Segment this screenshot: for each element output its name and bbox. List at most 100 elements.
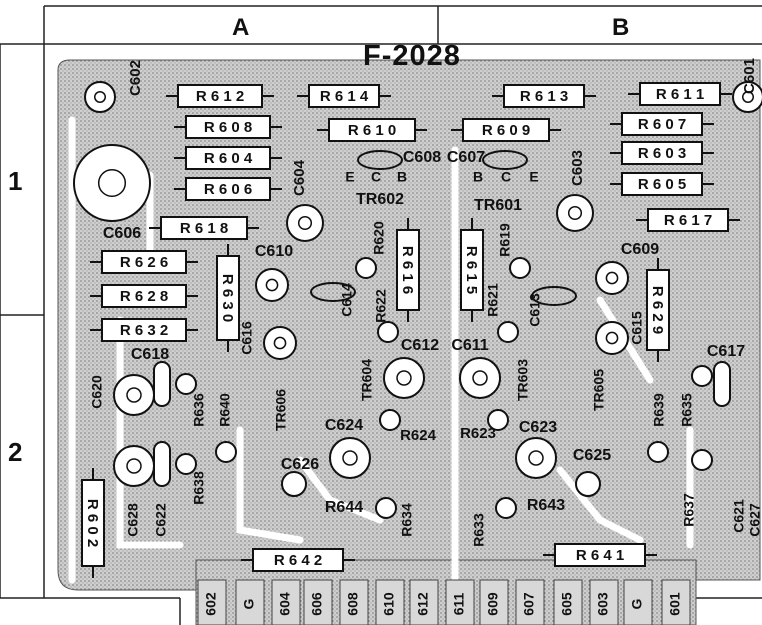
connector-finger (623, 579, 653, 625)
component-label: R620 (371, 221, 387, 255)
resistor-label: R 6 1 1 (656, 86, 704, 103)
resistor-label: R 6 0 7 (638, 116, 686, 133)
resistor-label: R 6 0 3 (638, 145, 686, 162)
component-label: R623 (460, 425, 496, 442)
connector-finger (271, 579, 301, 625)
component-label: R637 (681, 493, 697, 527)
connector-pin-label: 606 (309, 592, 325, 616)
connector-finger (339, 579, 369, 625)
connector-pin-label: 607 (521, 592, 537, 616)
component-pad (255, 268, 289, 302)
component-label: C618 (131, 346, 169, 363)
component-label: C604 (291, 159, 308, 196)
connector-pin-label: 602 (203, 592, 219, 616)
resistor-r611: R 6 1 1 (628, 82, 732, 106)
resistor-label: R 6 0 8 (204, 119, 252, 136)
component-pad (73, 144, 151, 222)
connector-pin-label: 608 (345, 592, 361, 616)
component-pad (84, 81, 116, 113)
connector-finger (303, 579, 333, 625)
column-header-a: A (232, 14, 250, 41)
component-pad (515, 437, 557, 479)
connector-pin-label: 610 (381, 592, 397, 616)
transistor-outline (357, 150, 403, 170)
component-label: TR603 (515, 359, 531, 401)
resistor-r610: R 6 1 0 (317, 118, 427, 142)
resistor-r642: R 6 4 2 (241, 548, 355, 572)
component-label: B (397, 169, 407, 185)
component-label: R619 (497, 223, 513, 257)
component-pad (509, 257, 531, 279)
connector-pin-label: G (241, 598, 257, 609)
resistor-r614: R 6 1 4 (297, 84, 391, 108)
film-capacitor (153, 361, 171, 407)
resistor-r641: R 6 4 1 (543, 543, 657, 567)
component-label: C620 (89, 375, 105, 409)
resistor-r604: R 6 0 4 (174, 146, 282, 170)
component-label: R640 (217, 393, 233, 427)
component-label: C627 (747, 503, 762, 537)
component-pad (556, 194, 594, 232)
component-label: TR604 (359, 359, 375, 401)
resistor-r612: R 6 1 2 (166, 84, 274, 108)
resistor-r602: R 6 0 2 (81, 468, 105, 578)
component-label: C603 (569, 150, 586, 186)
component-label: TR606 (273, 389, 289, 431)
component-label: C601 (741, 58, 758, 94)
component-label: C623 (519, 419, 557, 436)
component-pad (691, 449, 713, 471)
component-label: C607 (447, 149, 485, 166)
resistor-r617: R 6 1 7 (636, 208, 740, 232)
resistor-label: R 6 3 2 (120, 322, 168, 339)
component-label: R635 (679, 393, 695, 427)
row-label-2: 2 (8, 437, 23, 467)
component-label: R621 (485, 283, 501, 317)
component-label: R643 (527, 497, 565, 514)
resistor-label: R 6 0 2 (84, 499, 101, 547)
connector-pin-label: 601 (667, 592, 683, 616)
component-label: C609 (621, 241, 659, 258)
connector-pin-label: 609 (485, 592, 501, 616)
component-label: C606 (103, 225, 141, 242)
resistor-r608: R 6 0 8 (174, 115, 282, 139)
resistor-label: R 6 0 5 (638, 176, 686, 193)
row-label-1: 1 (8, 166, 23, 196)
connector-finger (197, 579, 227, 625)
component-label: R634 (399, 503, 415, 537)
resistor-r626: R 6 2 6 (90, 250, 198, 274)
component-label: C608 (403, 149, 441, 166)
component-label: C624 (325, 417, 363, 434)
component-pad (355, 257, 377, 279)
resistor-label: R 6 4 2 (274, 552, 322, 569)
component-label: C626 (281, 456, 319, 473)
resistor-r605: R 6 0 5 (610, 172, 714, 196)
component-pad (286, 204, 324, 242)
connector-finger (445, 579, 475, 625)
component-pad (281, 471, 307, 497)
component-pad (487, 409, 509, 431)
resistor-r613: R 6 1 3 (492, 84, 596, 108)
resistor-label: R 6 4 1 (576, 547, 624, 564)
resistor-label: R 6 2 8 (120, 288, 168, 305)
transistor-outline (310, 282, 356, 302)
resistor-label: R 6 1 7 (664, 212, 712, 229)
connector-finger (515, 579, 545, 625)
resistor-r616: R 6 1 6 (396, 218, 420, 322)
resistor-r609: R 6 0 9 (451, 118, 561, 142)
connector-pin-label: 611 (451, 592, 467, 615)
component-pad (215, 441, 237, 463)
resistor-r603: R 6 0 3 (610, 141, 714, 165)
component-pad (497, 321, 519, 343)
component-pad (377, 321, 399, 343)
resistor-r615: R 6 1 5 (460, 218, 484, 322)
resistor-r618: R 6 1 8 (149, 216, 259, 240)
component-label: C628 (125, 503, 141, 537)
transistor-outline (531, 286, 577, 306)
component-label: C617 (707, 343, 745, 360)
component-label: C611 (451, 337, 488, 354)
component-label: C613 (527, 293, 543, 327)
connector-finger (589, 579, 619, 625)
resistor-label: R 6 3 0 (219, 274, 236, 322)
resistor-label: R 6 1 8 (180, 220, 228, 237)
